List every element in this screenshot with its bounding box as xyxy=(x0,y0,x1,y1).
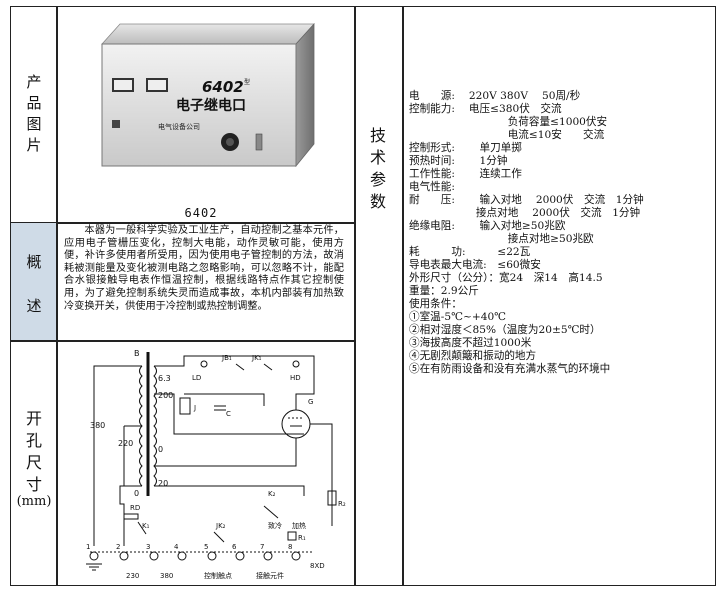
svg-text:G: G xyxy=(308,398,313,406)
spec-line: ②相对湿度＜85%（温度为20±5℃时） xyxy=(409,324,601,336)
svg-text:致冷: 致冷 xyxy=(268,521,282,530)
svg-text:JK₁: JK₁ xyxy=(251,354,262,362)
svg-text:1: 1 xyxy=(86,543,90,551)
svg-text:3: 3 xyxy=(146,543,150,551)
resistor-r1 xyxy=(287,531,297,541)
svg-text:JB₁: JB₁ xyxy=(221,354,232,362)
overview-paragraph: 本器为一般科学实验及工业生产，自动控制之基本元件，应用电子管栅压变化，控制大电能… xyxy=(64,225,344,312)
svg-text:6.3: 6.3 xyxy=(158,374,171,383)
label-cutout-unit: (mm) xyxy=(16,494,52,509)
fuse-rd xyxy=(123,513,139,520)
tech-label-divider xyxy=(402,6,404,586)
spec-line: 控制形式: 单刀单掷 xyxy=(409,142,522,154)
svg-text:0: 0 xyxy=(134,489,139,498)
svg-text:JK₂: JK₂ xyxy=(215,522,226,530)
secondary-coil xyxy=(153,365,157,487)
spec-line: ①室温-5℃~+40℃ xyxy=(409,311,507,323)
svg-text:K₁: K₁ xyxy=(142,522,150,530)
spec-sheet-frame xyxy=(10,6,716,586)
svg-text:C: C xyxy=(226,410,231,418)
spec-line: 导电表最大电流: ≤60微安 xyxy=(409,259,541,271)
svg-text:RD: RD xyxy=(130,504,140,512)
svg-text:8XD: 8XD xyxy=(310,562,325,570)
spec-line: 重量：2.9公斤 xyxy=(409,285,479,297)
svg-text:4: 4 xyxy=(174,543,179,551)
spec-line: 电流≤10安 交流 xyxy=(409,129,605,141)
svg-text:接触元件: 接触元件 xyxy=(256,571,284,580)
tech-spec-list: 电 源: 220V 380V 50周/秒 控制能力: 电压≤380伏 交流 负荷… xyxy=(409,90,709,376)
spec-line: 外形尺寸（公分）：宽24 深14 高14.5 xyxy=(409,272,603,284)
spec-line: 工作性能: 连续工作 xyxy=(409,168,522,180)
product-model-code: 6402 xyxy=(184,206,218,220)
row-divider-2 xyxy=(10,340,355,342)
device-maker-text: 电气设备公司 xyxy=(158,122,200,131)
svg-text:HD: HD xyxy=(290,374,301,382)
toggle-switch-icon xyxy=(255,133,263,151)
svg-text:0: 0 xyxy=(158,445,163,454)
label-overview: 概述 xyxy=(26,253,42,315)
spec-line: 接点对地 2000伏 交流 1分钟 xyxy=(409,207,641,219)
svg-text:R₁: R₁ xyxy=(298,534,306,542)
relay-coil-j xyxy=(179,397,191,415)
svg-text:8: 8 xyxy=(288,543,292,551)
svg-text:5: 5 xyxy=(204,543,208,551)
svg-text:230: 230 xyxy=(126,572,139,580)
spec-line: 预热时间: 1分钟 xyxy=(409,155,508,167)
left-label-divider xyxy=(56,6,58,586)
overview-label-cell xyxy=(11,223,56,340)
row-divider-1 xyxy=(10,222,355,224)
svg-text:型: 型 xyxy=(244,78,250,86)
svg-text:380: 380 xyxy=(160,572,173,580)
circuit-diagram: B 380 220 0 6.3 200 0 20 LD HD JB₁ JK₁ J… xyxy=(86,349,346,580)
svg-text:加热: 加热 xyxy=(292,521,306,530)
svg-text:J: J xyxy=(193,404,196,412)
spec-line: 接点对地≥50兆欧 xyxy=(409,233,594,245)
svg-text:LD: LD xyxy=(192,374,201,382)
label-product-image: 产品图片 xyxy=(26,73,42,154)
spec-line: ③海拔高度不超过1000米 xyxy=(409,337,532,349)
label-tech-params: 技术参数 xyxy=(369,126,386,211)
spec-line: ④无剧烈颠簸和振动的地方 xyxy=(409,350,537,362)
spec-line: 耗 功: ≤22瓦 xyxy=(409,246,531,258)
svg-text:2: 2 xyxy=(116,543,120,551)
label-cutout-size: 开孔尺寸 xyxy=(25,409,42,494)
svg-text:6: 6 xyxy=(232,543,237,551)
spec-line: ⑤在有防雨设备和没有充满水蒸气的环境中 xyxy=(409,363,611,375)
svg-text:200: 200 xyxy=(158,391,173,400)
svg-text:380: 380 xyxy=(90,421,105,430)
svg-text:B: B xyxy=(134,349,140,358)
spec-line: 控制能力: 电压≤380伏 交流 xyxy=(409,103,562,115)
middle-divider xyxy=(354,6,356,586)
product-photo: 6402 型 电子继电口 电气设备公司 xyxy=(101,22,315,168)
svg-text:20: 20 xyxy=(158,479,168,488)
lamp-ld-icon xyxy=(200,360,208,368)
spec-line: 电 源: 220V 380V 50周/秒 xyxy=(409,90,581,102)
device-name-text: 电子继电口 xyxy=(176,97,246,114)
svg-text:7: 7 xyxy=(260,543,264,551)
spec-line: 负荷容量≤1000伏安 xyxy=(409,116,608,128)
spec-line: 电气性能: xyxy=(409,181,455,193)
svg-text:R₂: R₂ xyxy=(338,500,346,508)
spec-line: 使用条件： xyxy=(409,298,462,310)
resistor-r2 xyxy=(327,490,337,506)
lamp-hd-icon xyxy=(292,360,300,368)
spec-line: 绝缘电阻: 输入对地≥50兆欧 xyxy=(409,220,566,232)
svg-text:控制触点: 控制触点 xyxy=(204,571,232,580)
svg-text:K₂: K₂ xyxy=(268,490,276,498)
spec-line: 耐 压: 输入对地 2000伏 交流 1分钟 xyxy=(409,194,644,206)
svg-text:220: 220 xyxy=(118,439,133,448)
device-model-text: 6402 xyxy=(202,78,244,96)
